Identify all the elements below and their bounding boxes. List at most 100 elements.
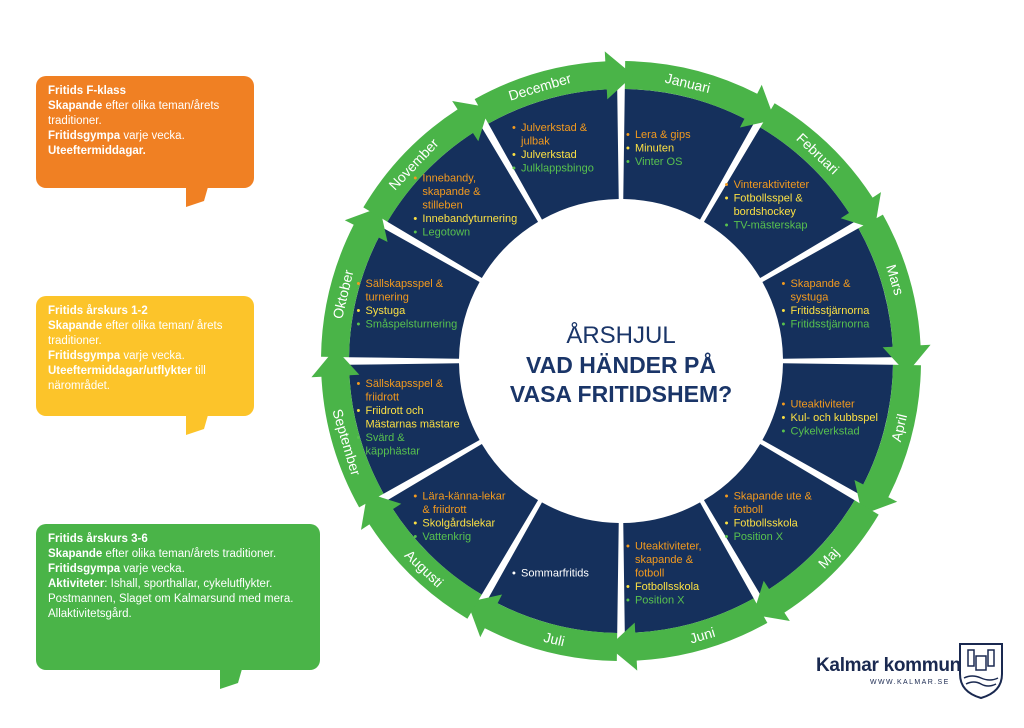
- activity-bullet: •: [626, 541, 630, 553]
- bubble-text-bold: Fritidsgympa: [48, 350, 121, 362]
- bubble-text-bold: Skapande: [48, 320, 103, 332]
- bubble-title: Fritids årskurs 1-2: [48, 305, 148, 317]
- activity-bullet: •: [626, 142, 630, 154]
- activity-text: Sällskapsspel &: [365, 378, 443, 390]
- center-circle: [491, 231, 751, 491]
- activity-text: Julverkstad: [521, 149, 577, 161]
- bubble-text: efter olika teman/årets traditioner.: [102, 548, 277, 560]
- activity-bullet: •: [782, 318, 786, 330]
- activity-text: Legotown: [422, 226, 470, 238]
- activity-bullet: •: [413, 517, 417, 529]
- activity-bullet: •: [356, 278, 360, 290]
- activity-bullet: •: [782, 305, 786, 317]
- activity-bullet: •: [782, 412, 786, 424]
- month-label: April: [888, 412, 910, 443]
- activity-bullet: •: [725, 179, 729, 191]
- activity-text: Position X: [734, 531, 784, 543]
- bubble-text: varje vecka.: [120, 350, 185, 362]
- activity-text: skapande &: [422, 186, 481, 198]
- activity-text: Sällskapsspel &: [365, 278, 443, 290]
- activity-bullet: •: [356, 432, 360, 444]
- kalmar-logo-url: WWW.KALMAR.SE: [870, 679, 950, 686]
- bubble-text-bold: Fritidsgympa: [48, 130, 121, 142]
- activity-text: Fritidsstjärnorna: [791, 305, 871, 317]
- activity-bullet: •: [413, 213, 417, 225]
- activity-text: Cykelverkstad: [791, 425, 860, 437]
- center-title-line1: VAD HÄNDER PÅ: [526, 351, 716, 378]
- month-arrow: [753, 500, 879, 621]
- activity-text: turnering: [365, 291, 408, 303]
- activity-bullet: •: [626, 595, 630, 607]
- activity-text: & friidrott: [422, 504, 466, 516]
- bubble-text-bold: Uteeftermiddagar.: [48, 145, 146, 157]
- month-arrow: [361, 493, 482, 619]
- activity-text: Friidrott och: [365, 405, 423, 417]
- month-sector: [488, 89, 619, 220]
- activity-text: fotboll: [734, 504, 763, 516]
- bubble-text: varje vecka.: [120, 130, 185, 142]
- month-arrow: [624, 61, 775, 128]
- activity-text: Innebandyturnering: [422, 213, 517, 225]
- activity-bullet: •: [626, 129, 630, 141]
- activity-text: Fotbollsskola: [734, 517, 799, 529]
- activity-bullet: •: [413, 490, 417, 502]
- activity-text: Vattenkrig: [422, 531, 471, 543]
- activity-text: Minuten: [635, 142, 674, 154]
- month-sector: [623, 502, 754, 633]
- activity-text: Julverkstad &: [521, 122, 588, 134]
- activity-bullet: •: [356, 405, 360, 417]
- activity-bullet: •: [782, 425, 786, 437]
- activity-text: fotboll: [635, 568, 664, 580]
- month-arrow: [760, 103, 881, 229]
- activity-text: Svärd &: [365, 432, 405, 444]
- activity-bullet: •: [626, 156, 630, 168]
- month-sector: [703, 443, 855, 595]
- month-sector: [623, 89, 754, 220]
- bubble-text: till närområdet.: [48, 365, 206, 392]
- month-label: Juni: [688, 624, 717, 647]
- activity-text: Fritidsstjärnorna: [791, 318, 871, 330]
- activity-text: Vinteraktiviteter: [734, 179, 810, 191]
- month-sector: [349, 363, 480, 494]
- activity-bullet: •: [725, 193, 729, 205]
- activity-text: Lera & gips: [635, 129, 691, 141]
- month-sector: [387, 443, 539, 595]
- bubble-title: Fritids årskurs 3-6: [48, 533, 148, 545]
- activity-bullet: •: [512, 163, 516, 175]
- bubble-text: efter olika teman/ årets traditioner.: [48, 320, 223, 347]
- activity-text: Uteaktiviteter,: [635, 541, 702, 553]
- bubble-text-bold: Skapande: [48, 548, 103, 560]
- activity-text: Mästarnas mästare: [365, 419, 459, 431]
- activity-text: Uteaktiviteter: [791, 398, 856, 410]
- activity-bullet: •: [356, 305, 360, 317]
- activity-bullet: •: [725, 220, 729, 232]
- activity-text: systuga: [791, 291, 830, 303]
- activity-bullet: •: [413, 531, 417, 543]
- month-arrow: [321, 207, 388, 358]
- activity-text: käpphästar: [365, 446, 420, 458]
- activity-bullet: •: [512, 122, 516, 134]
- month-arrow: [854, 364, 921, 515]
- bubble-text: efter olika teman/årets traditioner.: [48, 100, 220, 127]
- activity-text: Vinter OS: [635, 156, 683, 168]
- bubble-arskurs-3-6: Fritids årskurs 3-6 Skapande efter olika…: [36, 524, 320, 670]
- activity-bullet: •: [725, 490, 729, 502]
- bubble-text: varje vecka.: [120, 563, 185, 575]
- activity-bullet: •: [512, 568, 516, 580]
- activity-text: stilleben: [422, 199, 462, 211]
- month-sector: [488, 502, 619, 633]
- activity-text: friidrott: [365, 392, 399, 404]
- activity-text: Julklappsbingo: [521, 163, 594, 175]
- activity-text: TV-mästerskap: [734, 220, 808, 232]
- bubble-title: Fritids F-klass: [48, 85, 126, 97]
- activity-text: Fotbollsskola: [635, 581, 700, 593]
- month-arrow: [311, 348, 384, 508]
- bubble-text: : Ishall, sporthallar, cykelutflykter. P…: [48, 578, 294, 620]
- activity-text: Systuga: [365, 305, 406, 317]
- month-arrow: [608, 598, 768, 671]
- activity-text: skapande &: [635, 554, 694, 566]
- kalmar-crest-icon: [959, 643, 1003, 700]
- activity-text: julbak: [520, 136, 550, 148]
- bubble-tail: [186, 187, 208, 207]
